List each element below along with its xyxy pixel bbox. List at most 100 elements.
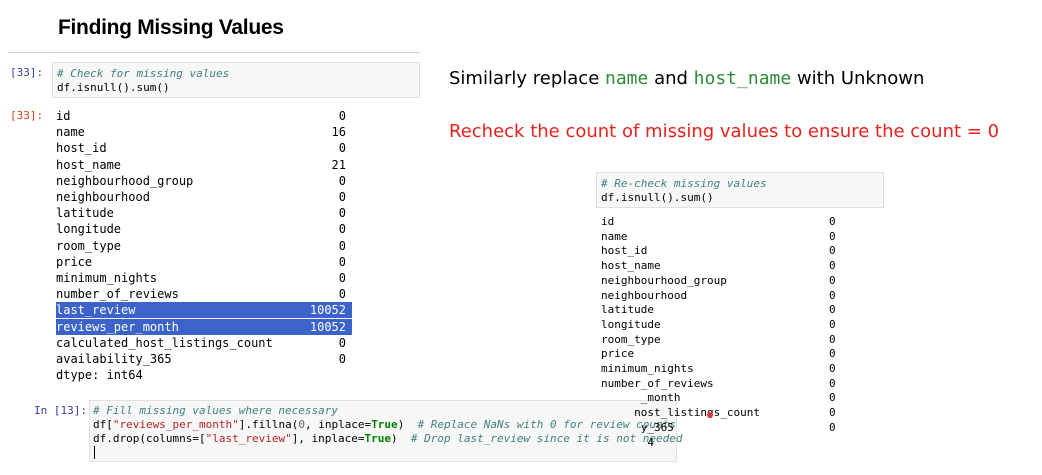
recheck-row: id 0 — [601, 215, 851, 230]
cell-13-comment-line: # Fill missing values where necessary — [93, 404, 339, 417]
recheck-row: nost_listings_count 0 — [601, 406, 851, 421]
note-replace-unknown: Similarly replace name and host_name wit… — [449, 68, 925, 89]
recheck-row-value: 0 — [829, 376, 836, 390]
cell-33-code-line: df.isnull().sum() — [57, 81, 170, 94]
output-row: price 0 — [56, 254, 352, 270]
output-row-label: price — [56, 254, 93, 269]
recheck-row-label: neighbourhood — [601, 288, 688, 302]
output-row-value: 10052 — [309, 319, 346, 334]
output-row-label: id — [56, 109, 71, 123]
recheck-row-label: nost_listings_count — [601, 406, 760, 420]
output-row-value: 0 — [338, 190, 346, 204]
output-row-value: 0 — [338, 335, 346, 350]
recheck-row-label: longitude — [601, 317, 661, 331]
recheck-row-label: _month — [601, 391, 681, 405]
recheck-code-editor[interactable]: # Re-check missing values df.isnull().su… — [596, 172, 884, 208]
recheck-code-comment: # Re-check missing values — [601, 177, 767, 190]
recheck-row-value: 0 — [829, 273, 836, 287]
output-row-label: room_type — [56, 238, 122, 253]
recheck-row-label: room_type — [601, 332, 661, 346]
cell-33-input-prompt: [33]: — [10, 66, 44, 79]
output-row-value: 0 — [338, 206, 346, 221]
recheck-row-value: 0 — [829, 420, 836, 434]
recheck-row-label: host_name — [601, 259, 661, 273]
output-row-value: 0 — [338, 109, 346, 123]
output-row: neighbourhood 0 — [56, 189, 352, 205]
output-row-label: latitude — [56, 206, 114, 221]
output-row-selected: last_review 10052 — [56, 302, 352, 319]
recheck-row: longitude 0 — [601, 318, 851, 333]
recheck-row: _month 0 — [601, 391, 851, 406]
recheck-row-label: id — [601, 215, 615, 228]
recheck-row-value: 0 — [829, 391, 836, 405]
recheck-row-value: 0 — [829, 244, 836, 258]
output-row-label: host_name — [56, 157, 122, 172]
output-row-label: minimum_nights — [56, 271, 158, 285]
cell-33-code-editor[interactable]: # Check for missing values df.isnull().s… — [52, 62, 420, 98]
title-divider — [8, 52, 420, 53]
recheck-row-value: 0 — [829, 347, 836, 361]
recheck-row-label: latitude — [601, 303, 654, 317]
recheck-row: 4 — [601, 436, 851, 451]
recheck-row-label: price — [601, 347, 635, 361]
output-row-value: 0 — [338, 271, 346, 285]
recheck-row: number_of_reviews 0 — [601, 377, 851, 392]
recheck-row-value: 0 — [829, 317, 836, 331]
output-row-value: 0 — [338, 287, 346, 302]
output-row-label: neighbourhood — [56, 190, 150, 204]
recheck-row-label: 4 — [601, 435, 654, 449]
note-recheck: Recheck the count of missing values to e… — [449, 121, 1000, 142]
output-row: longitude 0 — [56, 221, 352, 237]
recheck-row-label: name — [601, 229, 628, 243]
output-row-value: 10052 — [309, 303, 346, 318]
cell-13-fillna-line: df["reviews_per_month"].fillna(0, inplac… — [93, 418, 676, 431]
output-row: host_name 21 — [56, 157, 352, 173]
recheck-row-label: y_365 — [601, 420, 674, 434]
mouse-pointer-marker — [707, 412, 713, 418]
recheck-row: latitude 0 — [601, 303, 851, 318]
recheck-row-label: neighbourhood_group — [601, 273, 727, 287]
output-row: number_of_reviews 0 — [56, 286, 352, 302]
recheck-row-value: 0 — [829, 259, 836, 273]
output-row-label: longitude — [56, 222, 122, 237]
cell-13-code-editor[interactable]: # Fill missing values where necessary df… — [89, 400, 682, 462]
cell-33-code-comment: # Check for missing values — [57, 67, 230, 80]
output-row-value: 0 — [338, 238, 346, 253]
output-row-value: 0 — [338, 173, 346, 188]
output-row-label: name — [56, 125, 85, 140]
recheck-row-label: number_of_reviews — [601, 376, 714, 390]
cell-33-output-prompt: [33]: — [10, 109, 44, 122]
recheck-row: host_name 0 — [601, 259, 851, 274]
output-row-label: neighbourhood_group — [56, 173, 194, 188]
recheck-row-value: 0 — [829, 362, 836, 375]
recheck-row-label: host_id — [601, 244, 648, 258]
output-row: latitude 0 — [56, 205, 352, 221]
output-row-label: last_review — [56, 303, 136, 318]
output-row-value: 0 — [338, 254, 346, 269]
output-row-value: 0 — [338, 222, 346, 237]
section-title: Finding Missing Values — [58, 16, 284, 39]
recheck-row-value: 0 — [829, 303, 836, 317]
recheck-row: host_id 0 — [601, 244, 851, 259]
cell-13-drop-line: df.drop(columns=["last_review"], inplace… — [93, 432, 683, 445]
cell-13-prompt: In [13]: — [34, 404, 87, 417]
recheck-row-value: 0 — [829, 215, 836, 228]
output-row: room_type 0 — [56, 238, 352, 254]
output-row: minimum_nights 0 — [56, 270, 352, 286]
output-row-value: 21 — [331, 157, 346, 172]
output-row-label: host_id — [56, 141, 107, 156]
output-row-label: number_of_reviews — [56, 287, 179, 302]
text-cursor — [94, 446, 95, 459]
recheck-row-value: 0 — [829, 406, 836, 420]
recheck-row: price 0 — [601, 347, 851, 362]
